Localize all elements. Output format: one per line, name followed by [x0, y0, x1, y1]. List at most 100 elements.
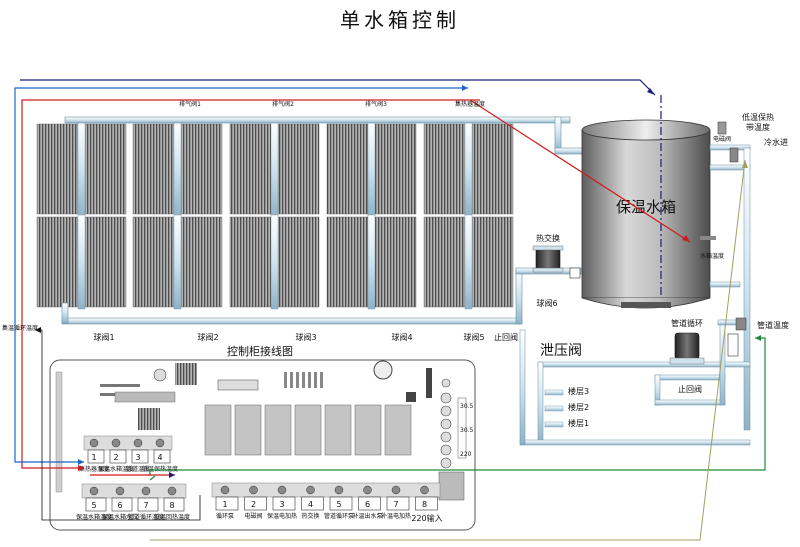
- terminal-screw: [89, 486, 99, 496]
- fuse: [320, 372, 323, 388]
- terminal-label: 管道循环泵: [324, 512, 354, 520]
- terminal-number: 8: [169, 501, 174, 510]
- relay: [204, 404, 232, 456]
- collector-panel: [423, 214, 514, 310]
- collector-panel: [423, 121, 514, 217]
- collector-panel: [36, 121, 127, 217]
- terminal-label: 补温电加热: [381, 512, 411, 520]
- terminal-number: 1: [222, 500, 227, 509]
- collector-panel: [36, 214, 127, 310]
- terminal-number: 5: [336, 500, 341, 509]
- relay: [324, 404, 352, 456]
- terminal-number: 2: [113, 453, 118, 462]
- vent-2: 排气阀2: [272, 100, 294, 108]
- relay: [354, 404, 382, 456]
- terminal-number-box: [386, 496, 410, 511]
- terminal-label: 管道循环温度: [128, 513, 164, 521]
- mid-label-2: 30.5: [460, 427, 474, 434]
- fuse: [302, 372, 305, 388]
- terminal-screw: [111, 438, 121, 448]
- wire-return-green: [149, 475, 156, 481]
- terminal-number-box: [163, 497, 185, 512]
- solenoid-label: 电磁阀: [713, 135, 731, 143]
- terminal-screw: [155, 438, 165, 448]
- terminal-screw: [220, 485, 230, 495]
- tank-label: 保温水箱: [616, 198, 676, 216]
- terminal-label: 保温水箱水位: [102, 513, 138, 521]
- terminal-label: 保温水箱温度: [98, 465, 134, 473]
- terminal-screw: [440, 457, 452, 469]
- terminal-label: 热交换: [301, 512, 319, 520]
- terminal-number: 6: [365, 500, 370, 509]
- floor-1: 楼层1: [568, 418, 589, 428]
- fuse: [308, 372, 311, 388]
- terminal-label: 保温水箱温度: [76, 513, 112, 521]
- terminal-screw: [115, 486, 125, 496]
- pressure-relief-label: 泄压阀: [540, 343, 582, 359]
- coil-column: [440, 392, 452, 469]
- collector-top-pipe: [64, 116, 571, 124]
- floor-3: 楼层3: [568, 386, 589, 396]
- wire-collector-temp: [21, 99, 480, 469]
- floor-2: 楼层2: [568, 402, 589, 412]
- terminal-screw: [133, 438, 143, 448]
- pipe-circ-label: 管道循环: [671, 318, 703, 328]
- terminal-number-box: [87, 449, 105, 464]
- heat-exchanger: [532, 245, 564, 273]
- terminal-number-box: [329, 496, 353, 511]
- terminal-number-box: [131, 449, 149, 464]
- collector-to-tank-pipe: [554, 116, 562, 153]
- check-valve-label: 止回阀: [494, 332, 518, 342]
- relay: [294, 404, 322, 456]
- terminal-number: 2: [251, 500, 256, 509]
- terminal-number-box: [272, 496, 296, 511]
- terminal-label: 循环泵: [216, 512, 234, 520]
- band-temp-label: 带温度: [746, 122, 770, 132]
- ball-valve-6: 球阀6: [536, 298, 557, 308]
- terminal-number: 6: [117, 501, 122, 510]
- return-temp-label: 集温循环温度: [2, 324, 38, 332]
- terminal-number: 5: [91, 501, 96, 510]
- terminal-number-box: [244, 496, 267, 511]
- pipe-circulation-pump: [669, 332, 705, 365]
- relay: [234, 404, 262, 456]
- collector-panel: [132, 121, 223, 217]
- fuse: [314, 372, 317, 388]
- terminal-screw: [440, 392, 452, 404]
- collector-panel: [326, 121, 417, 217]
- terminal-screw: [167, 486, 177, 496]
- terminal-number-box: [358, 496, 381, 511]
- relay: [264, 404, 292, 456]
- power-in-label: 220输入: [411, 513, 442, 523]
- terminal-screw: [440, 405, 452, 417]
- pipe-temp-label: 管道温度: [757, 320, 789, 330]
- terminal-label: 电磁阀: [244, 512, 262, 520]
- ball-valve-5: 球阀5: [463, 332, 484, 342]
- heat-exchanger-label: 热交换: [536, 233, 560, 243]
- wire-tank-temp: [469, 99, 691, 243]
- low-temp-heat-label: 低温保热: [742, 112, 774, 122]
- relay: [384, 404, 412, 456]
- terminal-number-box: [415, 496, 438, 511]
- fuse-row: [284, 372, 323, 388]
- terminal-screw: [141, 486, 151, 496]
- terminal-screw: [306, 485, 315, 495]
- terminal-number: 4: [157, 453, 162, 462]
- collector-temp: 集热器温度: [455, 100, 485, 108]
- terminal-screw: [440, 431, 452, 443]
- terminal-label: 低温回热温度: [154, 513, 190, 521]
- collector-panel: [132, 214, 223, 310]
- terminal-label: 管道温度: [126, 465, 150, 473]
- ball-valve-2: 球阀2: [197, 332, 218, 342]
- wire-return-temp: [14, 87, 468, 463]
- terminal-number: 8: [422, 500, 427, 509]
- terminal-number-box: [137, 497, 159, 512]
- terminal-number: 3: [135, 453, 140, 462]
- fuse: [296, 372, 299, 388]
- terminal-number: 7: [143, 501, 148, 510]
- terminal-number: 1: [91, 453, 96, 462]
- ball-valve-3: 球阀3: [295, 332, 316, 342]
- terminal-number: 7: [393, 500, 398, 509]
